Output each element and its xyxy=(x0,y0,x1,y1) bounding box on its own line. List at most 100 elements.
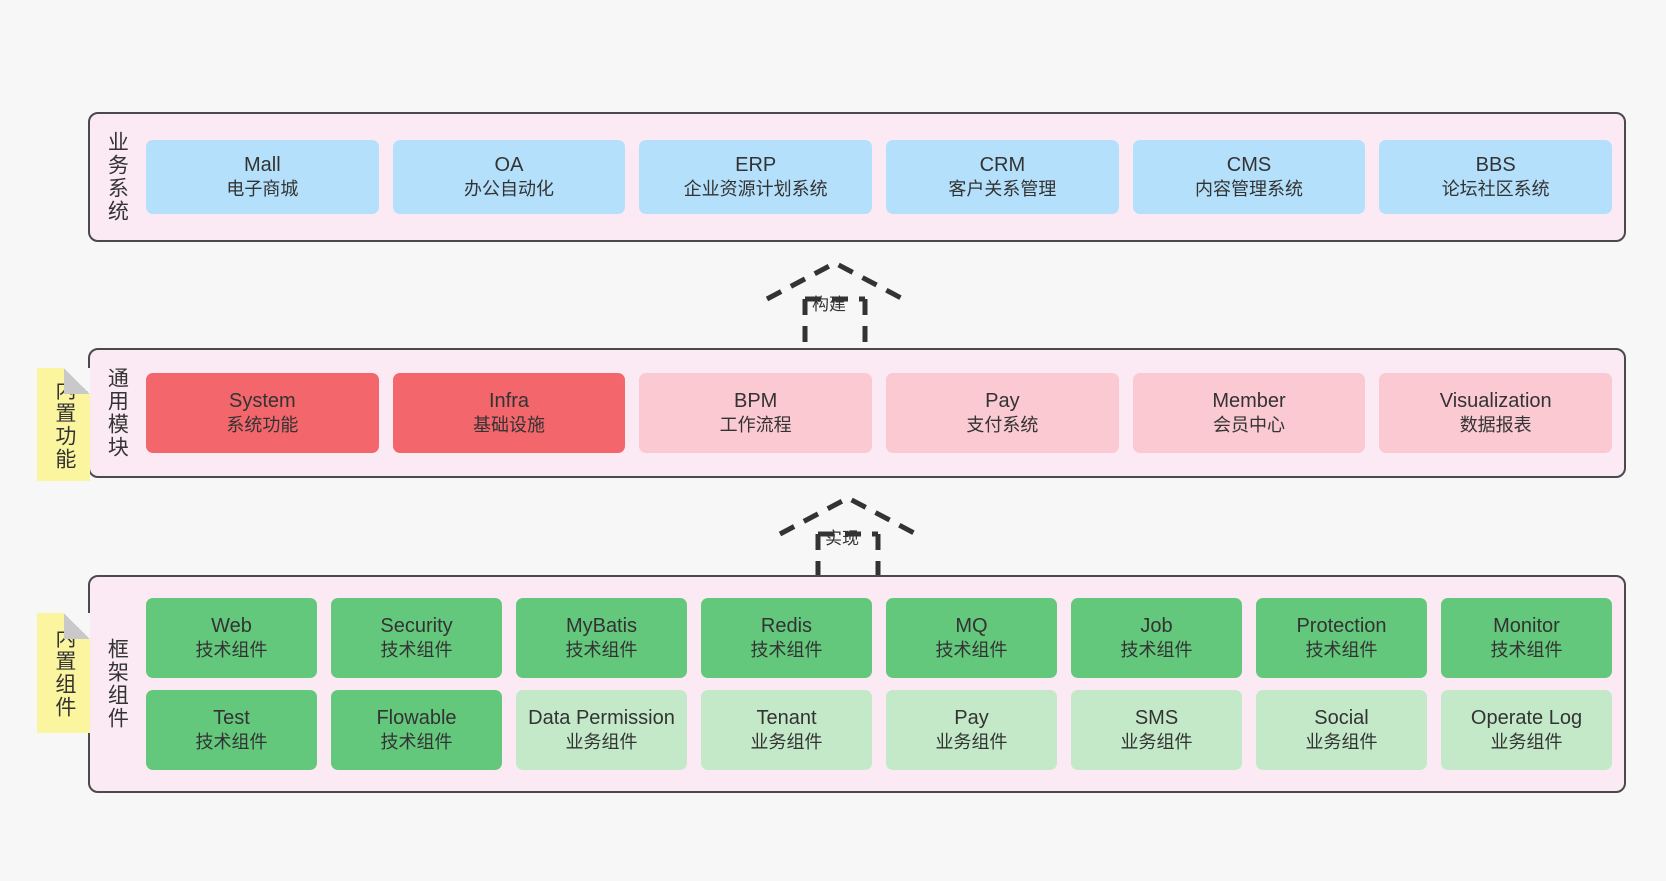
card-title-cn: 技术组件 xyxy=(750,640,823,661)
card-title-cn: 系统功能 xyxy=(226,415,299,436)
card-oa[interactable]: OA 办公自动化 xyxy=(392,140,626,214)
card-title-en: Redis xyxy=(760,615,813,638)
card-title-cn: 支付系统 xyxy=(966,415,1039,436)
card-title-cn: 业务组件 xyxy=(750,732,823,753)
card-title-cn: 企业资源计划系统 xyxy=(683,179,828,200)
card-title-cn: 数据报表 xyxy=(1459,415,1532,436)
card-title-en: OA xyxy=(494,154,524,177)
layer-body-common-modules: System 系统功能 Infra 基础设施 BPM 工作流程 Pay 支付系统… xyxy=(142,350,1624,476)
card-title-cn: 业务组件 xyxy=(1120,732,1193,753)
card-member[interactable]: Member 会员中心 xyxy=(1132,373,1366,453)
card-redis[interactable]: Redis 技术组件 xyxy=(701,598,872,678)
card-title-en: Job xyxy=(1140,615,1173,638)
card-title-en: Tenant xyxy=(756,707,817,730)
card-title-cn: 基础设施 xyxy=(473,415,545,436)
layer-framework-components: 框架组件 Web 技术组件 Security 技术组件 MyBatis 技术组件… xyxy=(88,575,1626,793)
layer-body-business-system: Mall 电子商城 OA 办公自动化 ERP 企业资源计划系统 CRM 客户关系… xyxy=(142,114,1624,240)
card-security[interactable]: Security 技术组件 xyxy=(331,598,502,678)
card-mall[interactable]: Mall 电子商城 xyxy=(146,140,379,214)
card-title-en: Pay xyxy=(985,390,1020,413)
layer-body-framework-components: Web 技术组件 Security 技术组件 MyBatis 技术组件 Redi… xyxy=(142,577,1624,791)
card-title-en: BBS xyxy=(1475,154,1516,177)
card-title-cn: 技术组件 xyxy=(1305,640,1378,661)
card-bpm[interactable]: BPM 工作流程 xyxy=(639,373,873,453)
card-title-cn: 技术组件 xyxy=(195,640,268,661)
card-title-cn: 业务组件 xyxy=(565,732,638,753)
layer-title-business-system: 业务系统 xyxy=(105,131,129,223)
arrow-label-build: 构建 xyxy=(812,295,846,314)
card-title-cn: 会员中心 xyxy=(1213,415,1286,436)
card-title-en: Operate Log xyxy=(1470,707,1583,730)
layer-business-system: 业务系统 Mall 电子商城 OA 办公自动化 ERP 企业资源计划系统 CRM… xyxy=(88,112,1626,242)
card-social[interactable]: Social 业务组件 xyxy=(1256,690,1427,770)
card-title-cn: 业务组件 xyxy=(1490,732,1563,753)
note-builtin-component: 内置组件 xyxy=(37,613,90,733)
card-title-en: CMS xyxy=(1226,154,1272,177)
card-mybatis[interactable]: MyBatis 技术组件 xyxy=(516,598,687,678)
card-row: Mall 电子商城 OA 办公自动化 ERP 企业资源计划系统 CRM 客户关系… xyxy=(146,140,1613,214)
note-builtin-function: 内置功能 xyxy=(37,368,90,481)
card-title-en: System xyxy=(228,390,296,413)
card-erp[interactable]: ERP 企业资源计划系统 xyxy=(639,140,873,214)
card-row: System 系统功能 Infra 基础设施 BPM 工作流程 Pay 支付系统… xyxy=(146,373,1613,453)
card-title-en: Pay xyxy=(954,707,989,730)
layer-title-framework-components: 框架组件 xyxy=(105,638,129,730)
card-tenant[interactable]: Tenant 业务组件 xyxy=(701,690,872,770)
card-visualization[interactable]: Visualization 数据报表 xyxy=(1379,373,1613,453)
card-row: Test 技术组件 Flowable 技术组件 Data Permission … xyxy=(146,690,1612,770)
card-title-cn: 技术组件 xyxy=(935,640,1008,661)
card-title-cn: 业务组件 xyxy=(935,732,1008,753)
card-sms[interactable]: SMS 业务组件 xyxy=(1071,690,1242,770)
card-title-en: BPM xyxy=(734,390,778,413)
card-infra[interactable]: Infra 基础设施 xyxy=(392,373,626,453)
card-title-en: ERP xyxy=(735,154,777,177)
card-title-cn: 工作流程 xyxy=(719,415,792,436)
card-title-en: Web xyxy=(211,615,252,638)
card-title-cn: 技术组件 xyxy=(195,732,268,753)
card-flowable[interactable]: Flowable 技术组件 xyxy=(331,690,502,770)
card-title-en: Mall xyxy=(244,154,281,177)
card-title-en: Social xyxy=(1314,707,1369,730)
card-row: Web 技术组件 Security 技术组件 MyBatis 技术组件 Redi… xyxy=(146,598,1612,678)
card-title-en: MQ xyxy=(955,615,988,638)
layer-common-modules: 通用模块 System 系统功能 Infra 基础设施 BPM 工作流程 Pay… xyxy=(88,348,1626,478)
card-title-en: Flowable xyxy=(376,707,457,730)
card-bbs[interactable]: BBS 论坛社区系统 xyxy=(1379,140,1613,214)
card-cms[interactable]: CMS 内容管理系统 xyxy=(1132,140,1366,214)
card-title-en: Data Permission xyxy=(528,707,675,730)
card-monitor[interactable]: Monitor 技术组件 xyxy=(1441,598,1612,678)
card-mq[interactable]: MQ 技术组件 xyxy=(886,598,1057,678)
card-system[interactable]: System 系统功能 xyxy=(146,373,379,453)
card-title-en: Security xyxy=(380,615,453,638)
card-title-cn: 办公自动化 xyxy=(464,179,554,200)
card-operate-log[interactable]: Operate Log 业务组件 xyxy=(1441,690,1612,770)
card-title-cn: 技术组件 xyxy=(380,732,453,753)
card-title-cn: 技术组件 xyxy=(1490,640,1563,661)
card-title-cn: 技术组件 xyxy=(380,640,453,661)
card-title-cn: 技术组件 xyxy=(1120,640,1193,661)
card-title-cn: 论坛社区系统 xyxy=(1441,179,1550,200)
card-title-cn: 客户关系管理 xyxy=(948,179,1057,200)
card-title-en: MyBatis xyxy=(565,615,638,638)
card-web[interactable]: Web 技术组件 xyxy=(146,598,317,678)
card-title-en: Member xyxy=(1212,390,1286,413)
card-title-en: Protection xyxy=(1296,615,1387,638)
card-title-en: CRM xyxy=(979,154,1026,177)
card-title-en: Infra xyxy=(488,390,530,413)
card-test[interactable]: Test 技术组件 xyxy=(146,690,317,770)
card-job[interactable]: Job 技术组件 xyxy=(1071,598,1242,678)
arrow-label-implement: 实现 xyxy=(825,529,859,548)
card-title-en: Test xyxy=(213,707,250,730)
card-title-en: Monitor xyxy=(1493,615,1560,638)
card-crm[interactable]: CRM 客户关系管理 xyxy=(886,140,1119,214)
card-data-permission[interactable]: Data Permission 业务组件 xyxy=(516,690,687,770)
card-title-en: Visualization xyxy=(1439,390,1552,413)
card-title-cn: 业务组件 xyxy=(1305,732,1378,753)
layer-title-common-modules: 通用模块 xyxy=(105,367,129,459)
card-title-cn: 技术组件 xyxy=(565,640,638,661)
card-pay-business[interactable]: Pay 业务组件 xyxy=(886,690,1057,770)
card-pay[interactable]: Pay 支付系统 xyxy=(886,373,1119,453)
card-protection[interactable]: Protection 技术组件 xyxy=(1256,598,1427,678)
card-title-cn: 电子商城 xyxy=(226,179,299,200)
card-title-en: SMS xyxy=(1134,707,1179,730)
